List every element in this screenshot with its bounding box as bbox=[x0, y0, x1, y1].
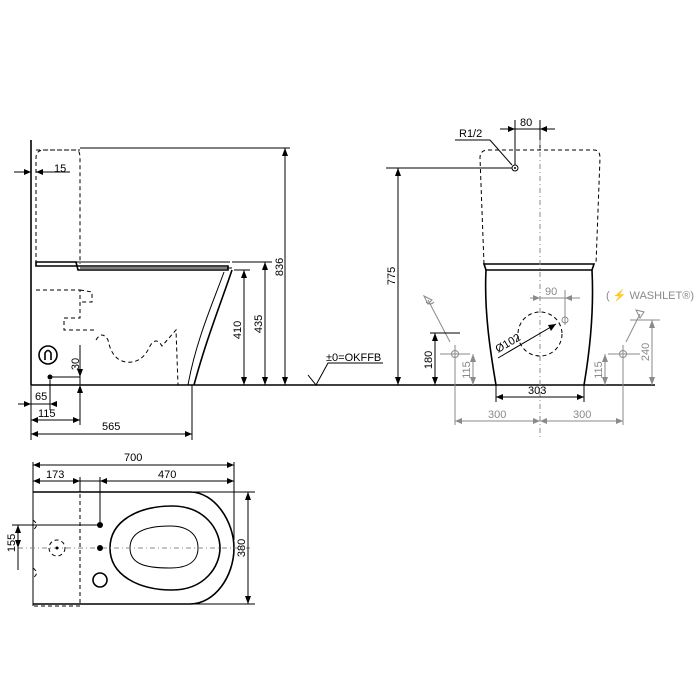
plan-tank-drain bbox=[48, 539, 66, 557]
dim-435-label: 435 bbox=[253, 315, 265, 333]
seat-outline bbox=[35, 261, 229, 271]
floor-reference-label: ±0=OKFFB bbox=[326, 352, 381, 364]
front-tank-outline bbox=[479, 149, 601, 265]
dim-565-label: 565 bbox=[102, 421, 120, 433]
dim-180-label: 180 bbox=[423, 351, 435, 369]
front-body-left bbox=[484, 269, 497, 386]
washlet-label: ( ⚡ WASHLET®) bbox=[606, 289, 694, 302]
dim-700-label: 700 bbox=[124, 452, 142, 464]
dim-836-label: 836 bbox=[274, 258, 286, 276]
dim-470-label: 470 bbox=[158, 469, 176, 481]
arrow-down-icon bbox=[625, 309, 645, 343]
dim-115-label: 115 bbox=[38, 408, 56, 420]
arrow-down-icon bbox=[422, 294, 451, 343]
front-seat-outline bbox=[482, 263, 596, 271]
dim-300b-label: 300 bbox=[573, 409, 591, 421]
plan-drain bbox=[92, 572, 108, 588]
r12-label: R1/2 bbox=[459, 128, 482, 140]
mounting-point-center bbox=[97, 545, 103, 551]
dim-65-label: 65 bbox=[35, 391, 47, 403]
front-body-right bbox=[583, 269, 594, 386]
front-view: R1/2 80 775 Ø102 90 ( ⚡ WASHLET®) bbox=[386, 117, 694, 440]
dim-15-label: 15 bbox=[54, 163, 66, 175]
dim-380-label: 380 bbox=[236, 539, 248, 557]
plan-bowl-opening bbox=[129, 525, 199, 569]
dim-80-label: 80 bbox=[520, 117, 532, 129]
floor-reference: ±0=OKFFB bbox=[307, 352, 655, 386]
dim-115a-label: 115 bbox=[461, 361, 473, 379]
bowl-front-curve bbox=[193, 269, 233, 386]
dim-410-label: 410 bbox=[232, 321, 244, 339]
dim-30-label: 30 bbox=[70, 358, 82, 370]
dim-155-label: 155 bbox=[6, 534, 18, 552]
dim-300a-label: 300 bbox=[488, 409, 506, 421]
drain-circle bbox=[517, 311, 563, 357]
dim-173-label: 173 bbox=[46, 469, 64, 481]
dim-240-label: 240 bbox=[640, 343, 652, 361]
trapway-outline bbox=[36, 289, 96, 331]
plan-view: 700 173 470 155 380 bbox=[6, 452, 255, 607]
dim-115b-label: 115 bbox=[593, 361, 605, 379]
side-view: 836 435 410 15 30 65 bbox=[14, 140, 310, 440]
drain-outlet bbox=[38, 345, 58, 365]
dim-775-label: 775 bbox=[386, 267, 398, 285]
plan-bowl-outline bbox=[33, 491, 235, 605]
plan-seat-ring bbox=[109, 505, 221, 591]
dim-303-label: 303 bbox=[528, 385, 546, 397]
dim-90-label: 90 bbox=[545, 286, 557, 298]
